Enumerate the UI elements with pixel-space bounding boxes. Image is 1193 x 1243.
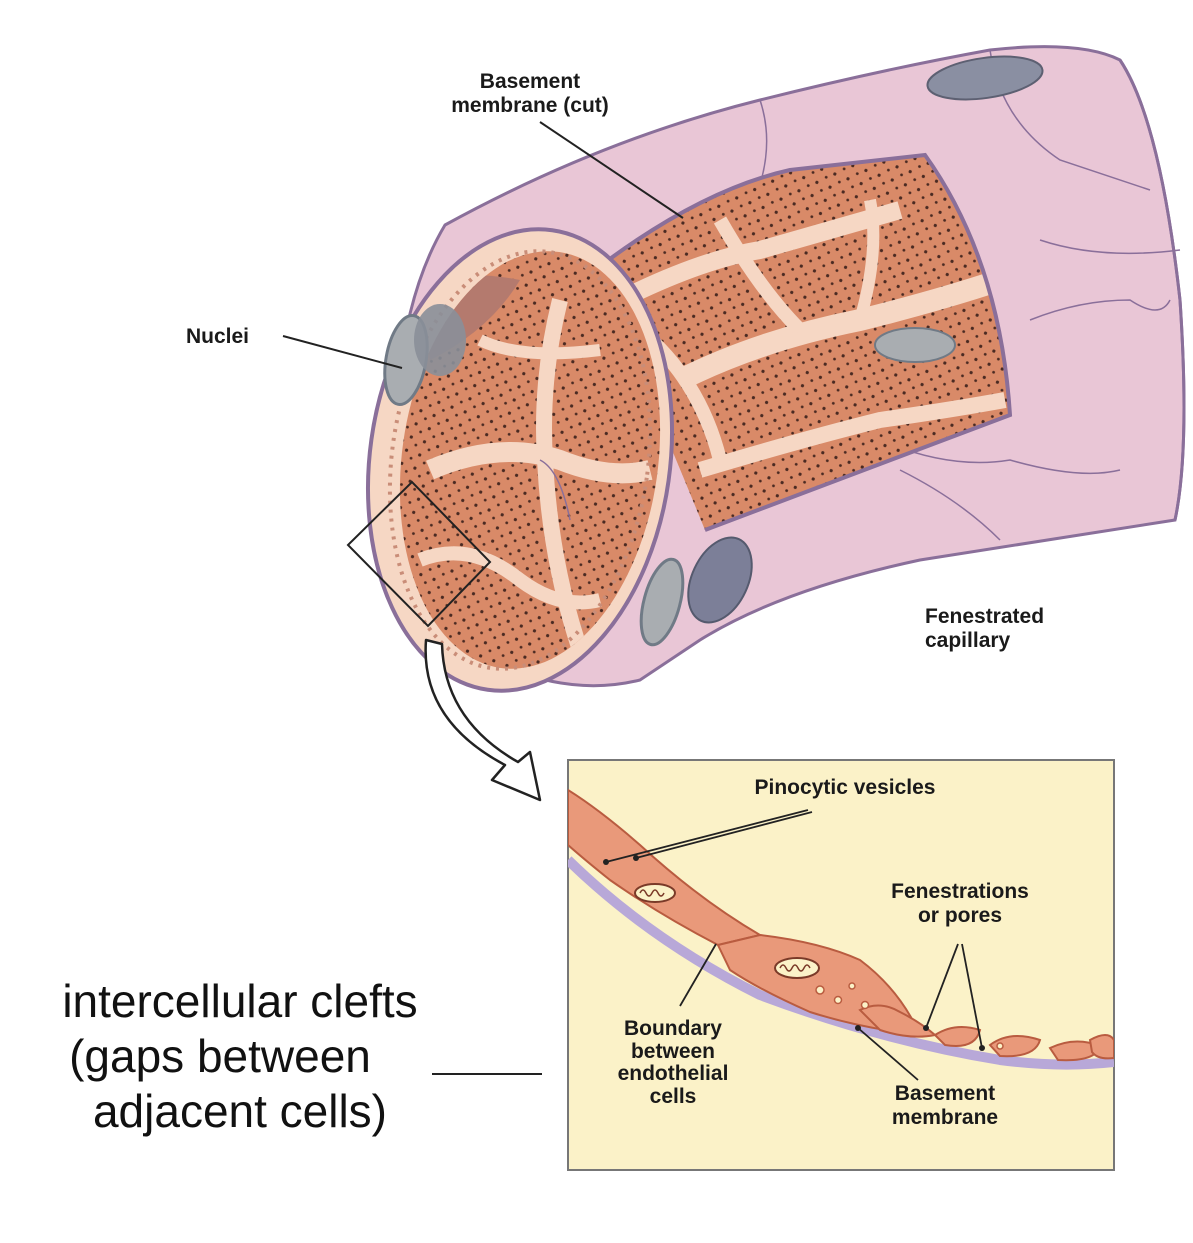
magnify-box [346,480,492,628]
curved-arrow [424,638,542,802]
label-nuclei: Nuclei [186,325,250,348]
label-boundary-endothelial: Boundary between endothelial cells [617,1017,729,1109]
leader-nuclei [282,335,403,369]
label-basement-membrane-cut: Basement membrane (cut) [451,70,609,117]
leader-basement-cut [539,121,684,219]
leader-fenestration-2 [961,943,983,1049]
outer-nucleus-lower [687,536,753,624]
leader-pinocytic-1 [605,809,809,863]
leader-boundary [679,943,717,1007]
label-pinocytic-vesicles: Pinocytic vesicles [754,776,936,799]
open-end [365,227,685,693]
window-nucleus [874,327,956,363]
label-fenestrations: Fenestrations or pores [891,880,1029,927]
window-cut-edge [593,152,1013,532]
rim-nucleus-right [639,557,685,647]
label-fenestrated-capillary: Fenestrated capillary [925,605,1045,652]
inset-panel [567,759,1115,1171]
leader-basement [857,1027,919,1081]
outer-nucleus [926,55,1044,101]
annotation-intercellular-clefts: intercellular clefts (gaps between adjac… [62,975,418,1138]
leader-pinocytic-2 [635,811,813,859]
label-basement-membrane: Basement membrane [891,1082,999,1129]
leader-fenestration-1 [925,943,959,1029]
